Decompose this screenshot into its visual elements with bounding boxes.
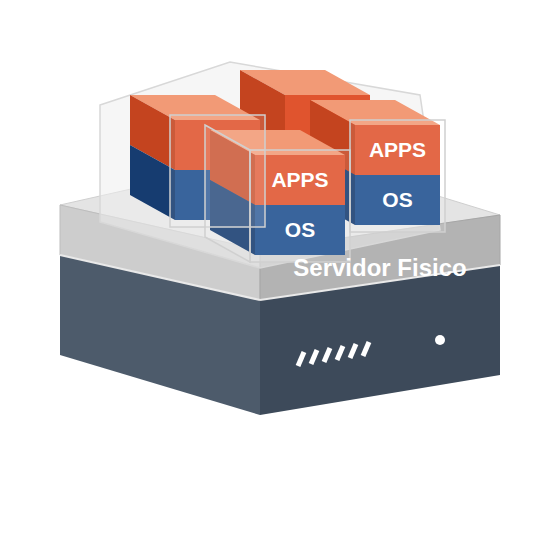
node-text: APPS xyxy=(369,138,426,162)
apps-layer: APPS xyxy=(255,155,345,205)
node-text: APPS xyxy=(271,168,328,192)
os-layer: OS xyxy=(355,175,440,225)
apps-layer: APPS xyxy=(355,125,440,175)
server-label: Servidor Fisico xyxy=(262,247,498,289)
node-text: OS xyxy=(382,188,412,212)
os-layer: OS xyxy=(255,205,345,255)
node-text: OS xyxy=(285,218,315,242)
node-text: Servidor Fisico xyxy=(293,254,466,282)
